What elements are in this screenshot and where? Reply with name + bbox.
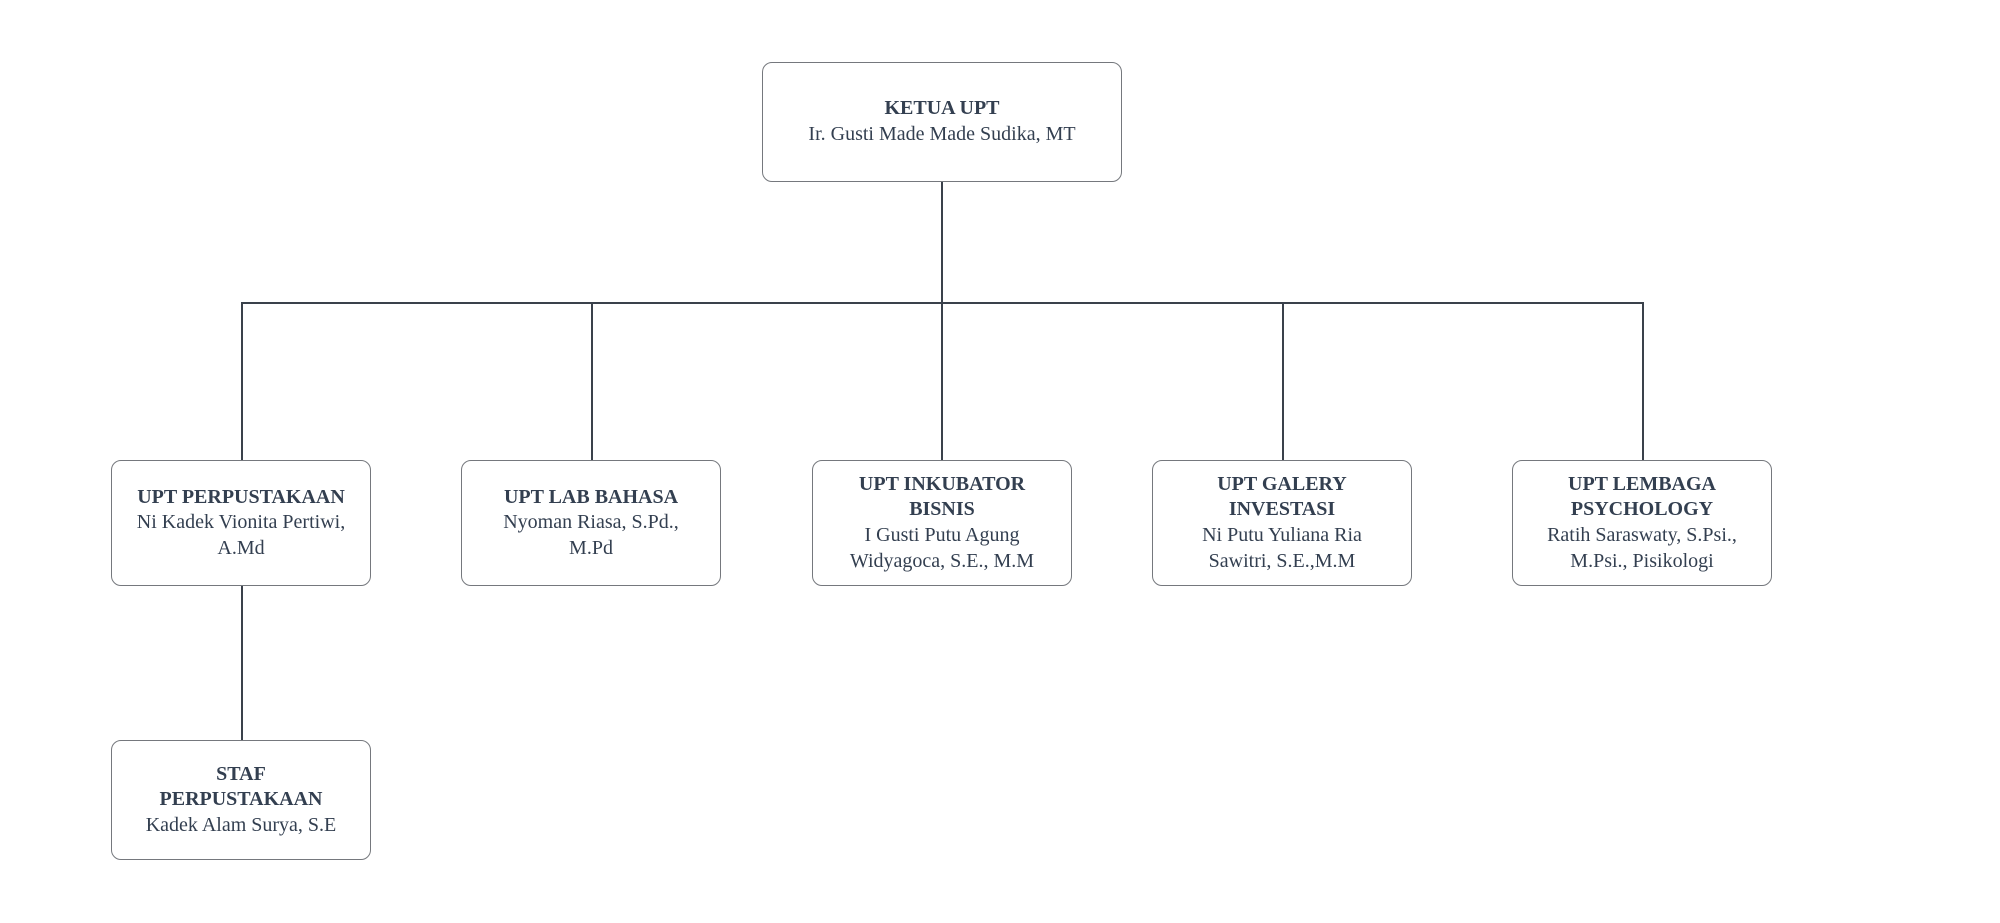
node-title: UPT GALERY INVESTASI bbox=[1217, 472, 1347, 521]
node-person-name: Nyoman Riasa, S.Pd., M.Pd bbox=[503, 511, 679, 559]
connector-perpustakaan-staf bbox=[241, 586, 243, 740]
node-title: STAF PERPUSTAKAAN bbox=[159, 762, 323, 811]
org-node-ketua-upt: KETUA UPT Ir. Gusti Made Made Sudika, MT bbox=[762, 62, 1122, 182]
connector-drop-perpustakaan bbox=[241, 302, 243, 460]
connector-drop-lab-bahasa bbox=[591, 302, 593, 460]
node-title: UPT LEMBAGA PSYCHOLOGY bbox=[1568, 472, 1716, 521]
node-title: UPT LAB BAHASA bbox=[503, 485, 679, 508]
node-title: UPT PERPUSTAKAAN bbox=[137, 485, 345, 508]
org-node-upt-galery-investasi: UPT GALERY INVESTASI Ni Putu Yuliana Ria… bbox=[1152, 460, 1412, 586]
org-node-upt-inkubator-bisnis: UPT INKUBATOR BISNIS I Gusti Putu Agung … bbox=[812, 460, 1072, 586]
node-title: UPT INKUBATOR BISNIS bbox=[858, 472, 1026, 521]
node-person-name: Ir. Gusti Made Made Sudika, MT bbox=[808, 123, 1076, 145]
connector-ketua-stem bbox=[941, 182, 943, 303]
node-title: KETUA UPT bbox=[884, 97, 1000, 120]
org-node-staf-perpustakaan: STAF PERPUSTAKAAN Kadek Alam Surya, S.E bbox=[111, 740, 371, 860]
node-person-name: Ratih Saraswaty, S.Psi., M.Psi., Pisikol… bbox=[1547, 524, 1737, 572]
org-node-upt-perpustakaan: UPT PERPUSTAKAAN Ni Kadek Vionita Pertiw… bbox=[111, 460, 371, 586]
node-person-name: Ni Kadek Vionita Pertiwi, A.Md bbox=[136, 511, 346, 559]
node-person-name: Kadek Alam Surya, S.E bbox=[145, 813, 337, 836]
connector-drop-inkubator-bisnis bbox=[941, 302, 943, 460]
node-person-name: Ni Putu Yuliana Ria Sawitri, S.E.,M.M bbox=[1202, 524, 1362, 572]
connector-drop-galery-investasi bbox=[1282, 302, 1284, 460]
org-node-upt-lab-bahasa: UPT LAB BAHASA Nyoman Riasa, S.Pd., M.Pd bbox=[461, 460, 721, 586]
node-person-name: I Gusti Putu Agung Widyagoca, S.E., M.M bbox=[849, 524, 1035, 572]
connector-drop-lembaga-psychology bbox=[1642, 302, 1644, 460]
org-node-upt-lembaga-psychology: UPT LEMBAGA PSYCHOLOGY Ratih Saraswaty, … bbox=[1512, 460, 1772, 586]
